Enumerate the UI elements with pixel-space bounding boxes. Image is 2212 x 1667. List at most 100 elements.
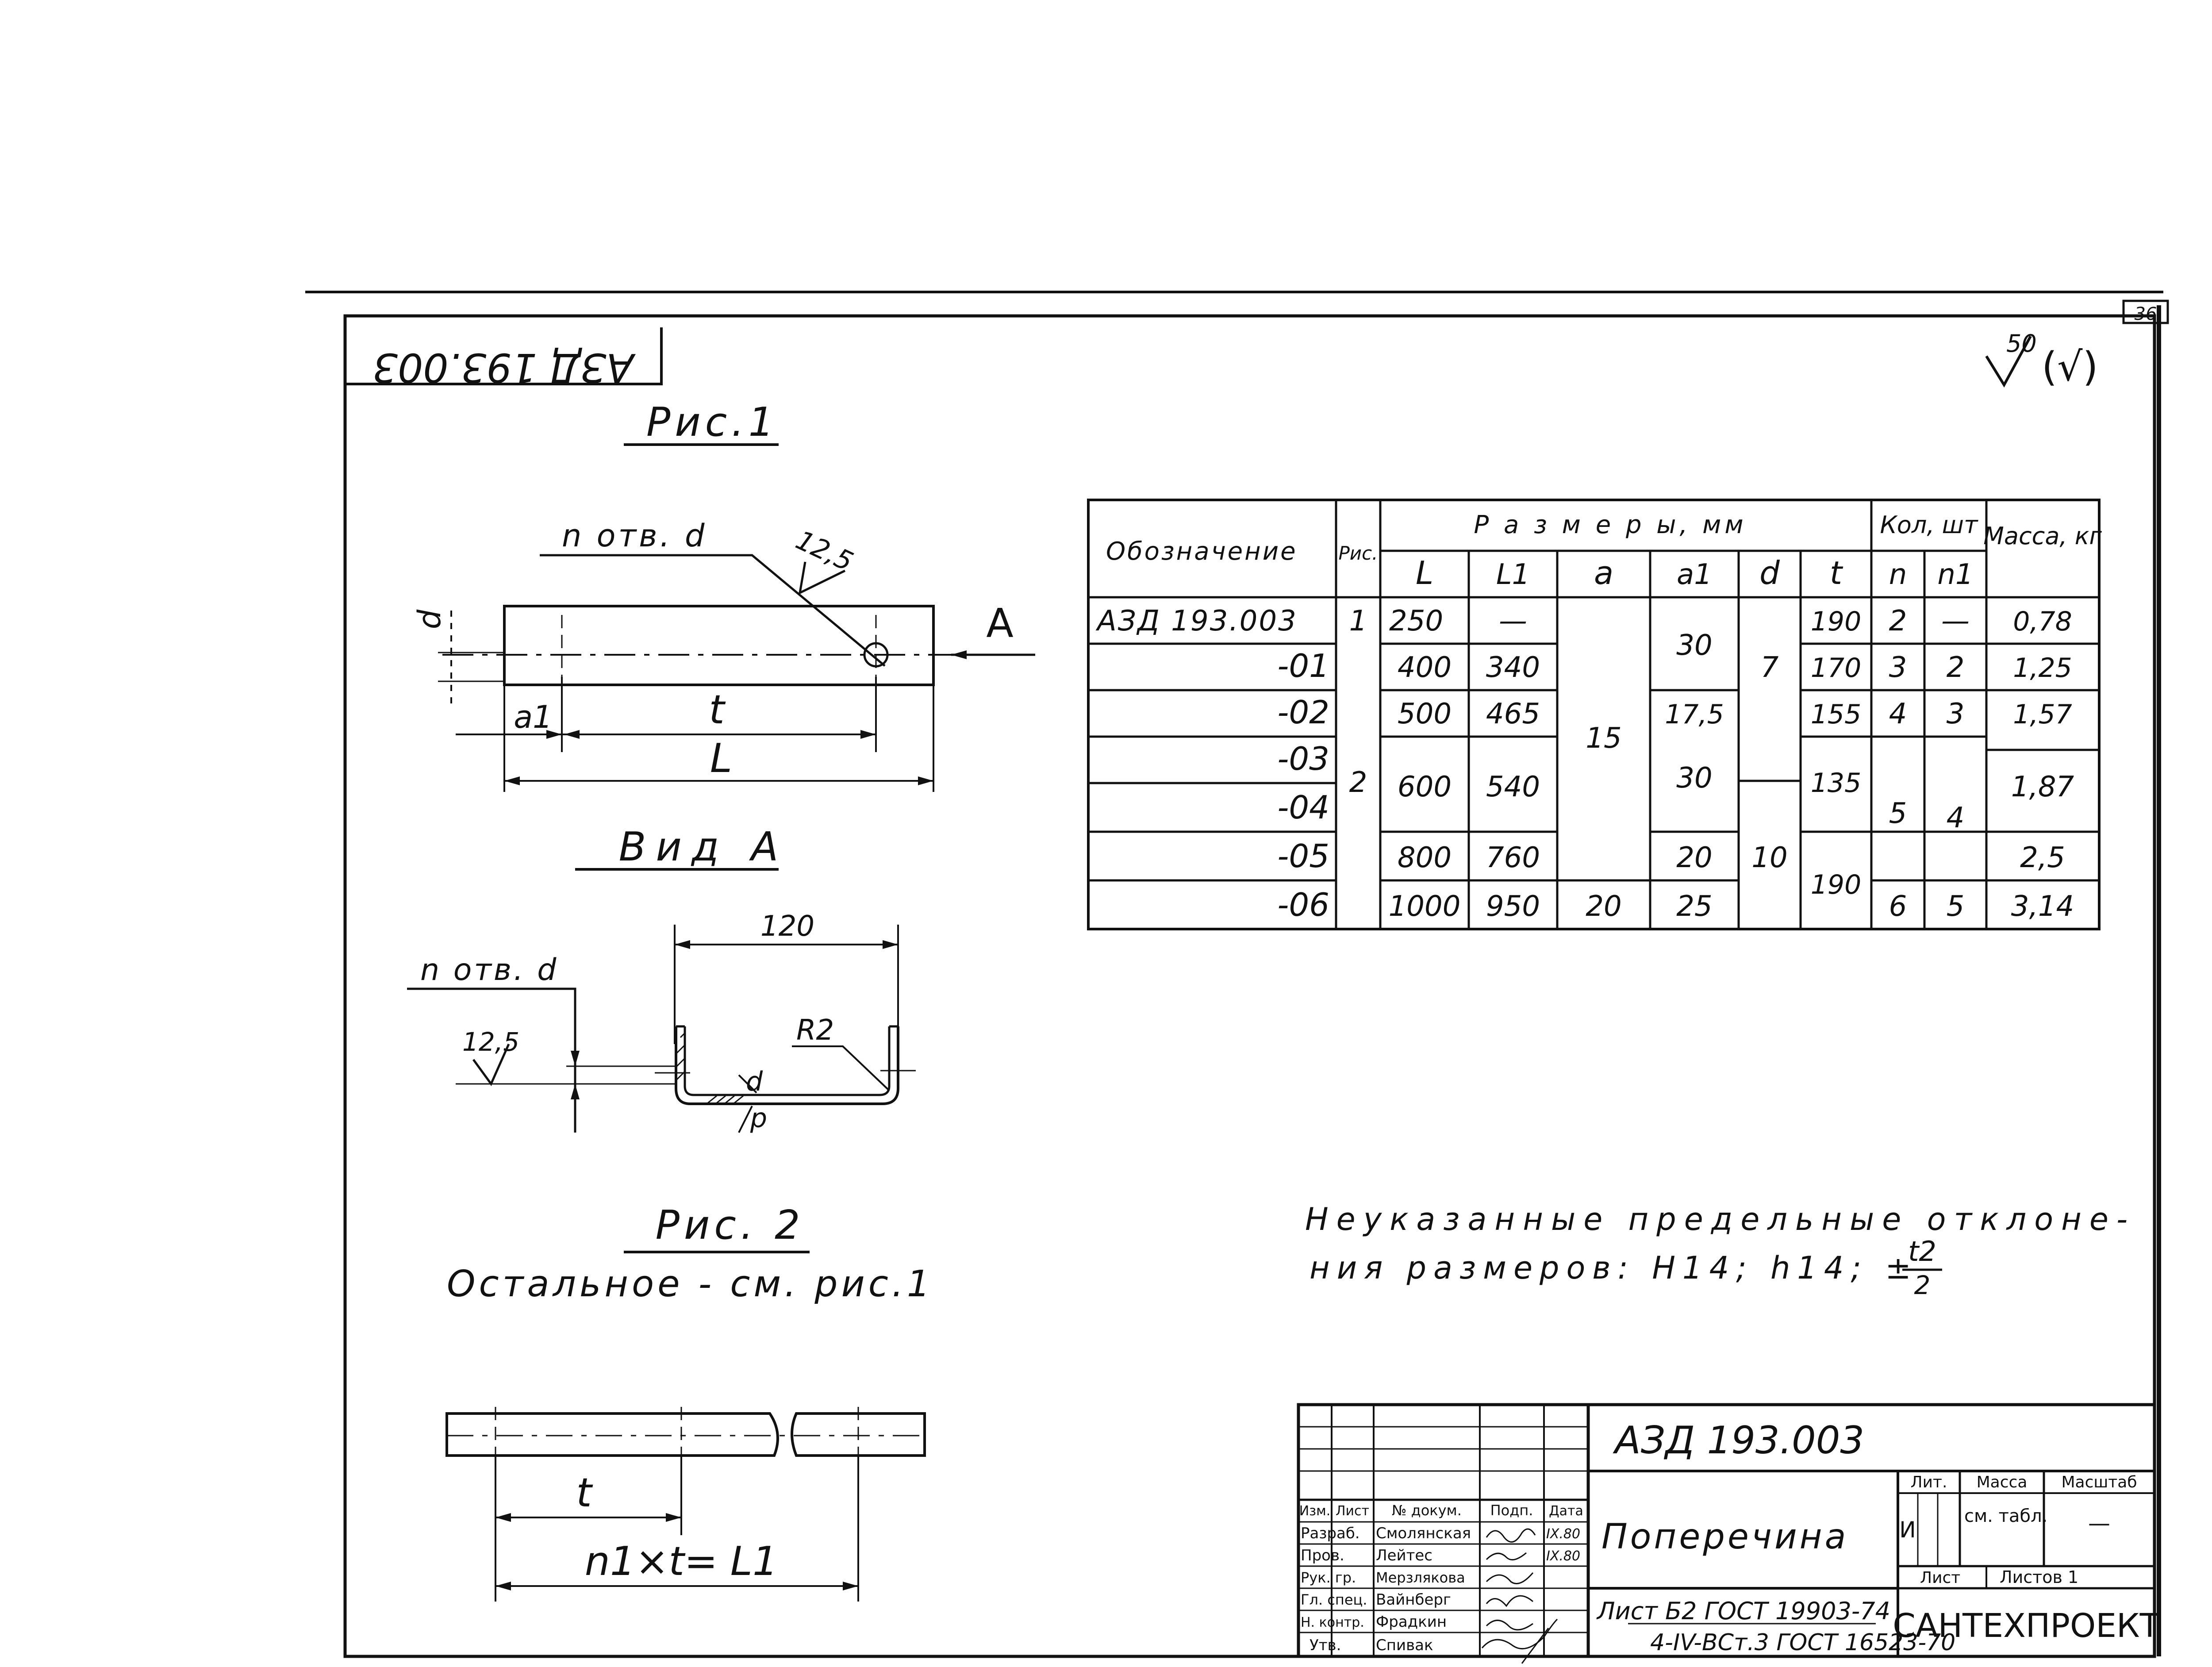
name-1: Лейтес (1376, 1547, 1432, 1564)
roughness-value: 50 (2006, 330, 2037, 357)
note-line1: Неуказанные предельные отклоне- (1305, 1201, 2135, 1237)
figure-2: Рис. 2 Остальное - см. рис.1 t n1×t= L1 (445, 1202, 930, 1602)
header-fig: Рис. (1338, 542, 1378, 564)
view-a-radius: R2 (796, 1014, 834, 1047)
row2-n1: 2 (1947, 651, 1965, 684)
tolerance-note: Неуказанные предельные отклоне- ния разм… (1305, 1201, 2135, 1300)
row7-n1: 5 (1947, 890, 1965, 923)
note-frac-num: t2 (1908, 1235, 1936, 1268)
row7-designation: -06 (1277, 886, 1329, 923)
row1-n: 2 (1889, 605, 1907, 638)
row2-mass: 1,25 (2013, 653, 2072, 684)
role-5: Утв. (1310, 1636, 1341, 1654)
col-header-doc: № докум. (1392, 1502, 1462, 1519)
merged-d-7: 7 (1761, 651, 1779, 684)
row5-designation: -04 (1277, 789, 1329, 826)
header-mass: Масса, кг (1983, 522, 2102, 550)
view-a-roughness: 12,5 (462, 1027, 519, 1057)
mass-value: см. табл. (1964, 1506, 2047, 1526)
sub-header-d: d (1759, 554, 1780, 592)
merged-a1-30-mid: 30 (1676, 762, 1712, 795)
row2-L: 400 (1398, 651, 1452, 684)
material-line2: 4-IV-ВСт.3 ГОСТ 16523-70 (1650, 1629, 1955, 1656)
view-a-marker: A (986, 600, 1014, 647)
col-header-list: Лист (1336, 1503, 1369, 1519)
row3-L: 500 (1398, 698, 1452, 730)
role-1: Пров. (1301, 1547, 1344, 1564)
merged-a-15: 15 (1586, 722, 1621, 755)
row3-designation: -02 (1277, 694, 1329, 731)
title-name: Поперечина (1601, 1517, 1848, 1557)
roughness-symbol: 50 (√) (1985, 330, 2098, 390)
row7-n: 6 (1889, 890, 1907, 923)
sub-header-a1: a1 (1677, 558, 1712, 591)
row1-mass: 0,78 (2013, 606, 2072, 637)
row1-L1: — (1499, 605, 1527, 638)
fig2-dim-formula: n1×t= L1 (585, 1538, 778, 1585)
sub-header-L: L (1416, 554, 1433, 592)
scale-label: Масштаб (2061, 1473, 2137, 1491)
figure-1: Рис.1 n отв. d 12,5 A d a1 t (411, 399, 1035, 792)
col-header-date: Дата (1549, 1503, 1583, 1519)
row7-L1: 950 (1486, 890, 1540, 923)
drawing-frame: 36 (305, 291, 2169, 1658)
merged-t-190: 190 (1811, 869, 1862, 900)
lit-label: Лит. (1911, 1473, 1947, 1491)
merged-fig-2: 2 (1349, 766, 1367, 799)
row1-fig: 1 (1349, 605, 1367, 638)
view-a-holes-label: n отв. d (420, 953, 558, 987)
date-1: IX.80 (1546, 1548, 1580, 1564)
fig1-dim-L: L (710, 735, 732, 782)
merged-n-5: 5 (1889, 797, 1907, 830)
name-0: Смолянская (1376, 1525, 1471, 1542)
material-line1: Лист Б2 ГОСТ 19903-74 (1596, 1597, 1890, 1625)
hole-circle (863, 642, 889, 668)
role-3: Гл. спец. (1301, 1591, 1367, 1608)
fig1-holes-label: n отв. d (562, 518, 707, 554)
sub-header-t: t (1830, 554, 1843, 592)
row3-mass: 1,57 (2013, 699, 2072, 730)
note-frac-den: 2 (1914, 1270, 1931, 1300)
row7-a1: 25 (1676, 890, 1712, 923)
row6-designation: -05 (1277, 837, 1329, 875)
row7-mass: 3,14 (2011, 890, 2074, 923)
org-name: САНТЕХПРОЕКТ (1893, 1607, 2160, 1645)
row3-L1: 465 (1486, 698, 1540, 730)
view-a: Вид А 120 d d R2 n отв. d (407, 824, 916, 1137)
row6-mass: 2,5 (2020, 841, 2065, 874)
fig2-title: Рис. 2 (656, 1202, 805, 1248)
role-2: Рук. гр. (1301, 1569, 1356, 1586)
merged-L-600: 600 (1398, 771, 1452, 803)
col-header-sign: Подп. (1490, 1502, 1533, 1519)
row3-n1: 3 (1947, 698, 1965, 730)
row2-L1: 340 (1486, 651, 1540, 684)
fig1-dim-d: d (411, 609, 448, 629)
sub-header-n1: n1 (1937, 558, 1973, 591)
name-3: Вайнберг (1376, 1591, 1451, 1609)
role-4: Н. контр. (1301, 1615, 1364, 1630)
row1-t: 190 (1811, 606, 1862, 637)
fig1-roughness: 12,5 (791, 525, 858, 578)
roughness-rest: (√) (2042, 344, 2098, 390)
row1-L: 250 (1389, 605, 1443, 638)
sub-header-L1: L1 (1496, 558, 1530, 591)
mass-label: Масса (1977, 1473, 2028, 1491)
merged-t-135: 135 (1811, 768, 1862, 799)
row7-a: 20 (1586, 890, 1621, 923)
row7-L: 1000 (1389, 890, 1461, 923)
title-block: Изм. Лист № докум. Подп. Дата Разраб. См… (1297, 1403, 2160, 1664)
row1-designation: АЗД 193.003 (1095, 605, 1298, 638)
row3-t: 155 (1811, 699, 1862, 730)
lit-value: И (1899, 1517, 1916, 1543)
merged-n1-4: 4 (1947, 802, 1965, 834)
row6-L: 800 (1398, 841, 1452, 874)
merged-d-10: 10 (1751, 841, 1787, 874)
role-0: Разраб. (1301, 1525, 1360, 1542)
fig1-title: Рис.1 (646, 399, 778, 446)
title-code: АЗД 193.003 (1613, 1418, 1864, 1463)
merged-a1-30-top: 30 (1676, 629, 1712, 662)
merged-L1-540: 540 (1486, 771, 1540, 803)
fig1-dim-t: t (709, 687, 726, 733)
date-0: IX.80 (1546, 1526, 1580, 1542)
